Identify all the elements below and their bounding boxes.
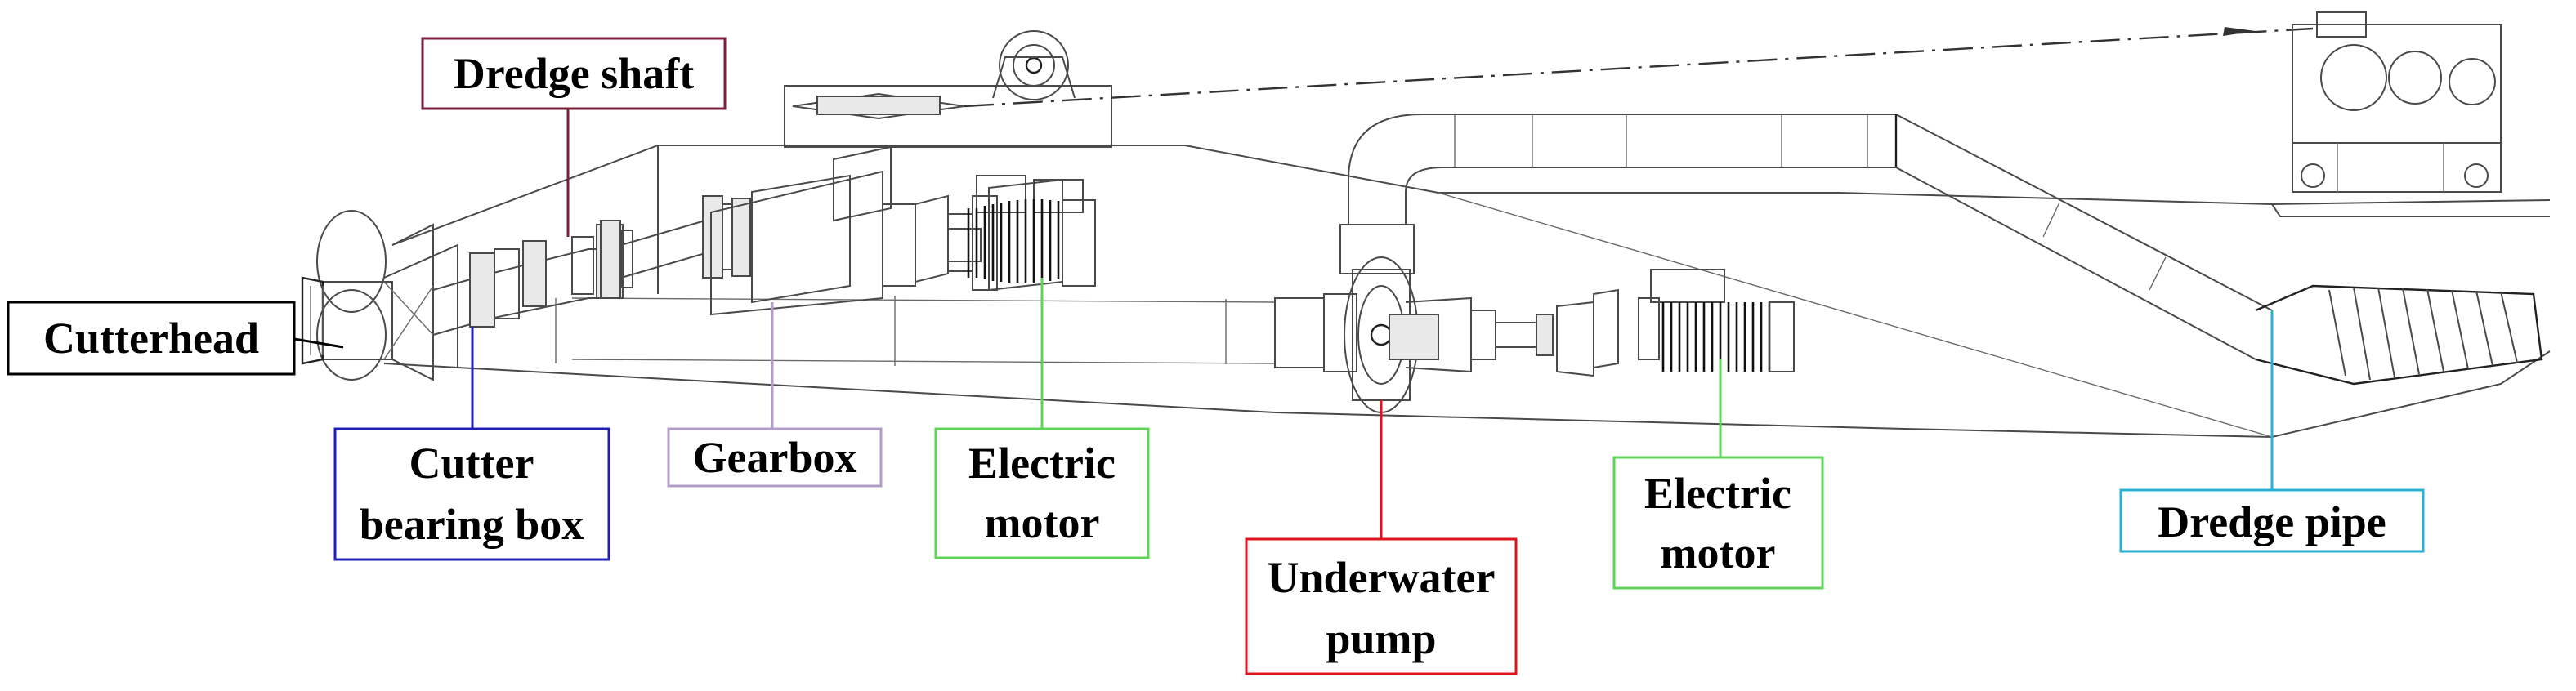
label-dredge-shaft: Dredge shaft	[421, 37, 727, 110]
label-dredge-pipe: Dredge pipe	[2119, 488, 2425, 553]
svg-text:motor: motor	[1661, 528, 1776, 577]
dredge-pipe-hose	[2255, 284, 2543, 386]
gearbox-body	[710, 145, 982, 316]
label-electric-motor-2: Electric motor	[1612, 456, 1824, 590]
svg-text:motor: motor	[985, 498, 1100, 547]
motor-2-fins	[1661, 302, 1771, 372]
underwater-pump-body	[1274, 224, 1496, 413]
svg-text:bearing box: bearing box	[360, 500, 584, 549]
electric-motor-1-body	[947, 175, 1096, 292]
svg-text:Dredge shaft: Dredge shaft	[454, 49, 694, 98]
svg-text:Electric: Electric	[968, 439, 1116, 488]
label-cutter-bearing-box: Cutter bearing box	[333, 427, 610, 561]
motor-1-fins	[967, 199, 1060, 283]
pump-discharge-pipe	[1348, 114, 2273, 360]
coupling-flanges	[600, 195, 751, 299]
svg-text:Cutter: Cutter	[409, 439, 534, 488]
winch-pulley	[784, 30, 1112, 148]
electric-motor-2-body	[1495, 269, 1795, 377]
cutterhead-assembly	[301, 210, 458, 381]
top-right-winch	[2292, 11, 2502, 193]
svg-text:pump: pump	[1326, 614, 1436, 663]
svg-text:Electric: Electric	[1644, 469, 1791, 518]
label-electric-motor-1: Electric motor	[934, 427, 1150, 559]
leader-lines	[293, 106, 2274, 539]
svg-text:Gearbox: Gearbox	[693, 433, 857, 482]
label-gearbox: Gearbox	[667, 427, 883, 488]
label-underwater-pump: Underwater pump	[1245, 537, 1518, 675]
label-cutterhead: Cutterhead	[7, 301, 296, 376]
ladder-frame	[391, 145, 2551, 439]
svg-text:Underwater: Underwater	[1268, 553, 1496, 602]
svg-text:Cutterhead: Cutterhead	[43, 314, 259, 363]
svg-text:Dredge pipe: Dredge pipe	[2158, 497, 2386, 546]
cutter-shaft	[432, 215, 720, 336]
